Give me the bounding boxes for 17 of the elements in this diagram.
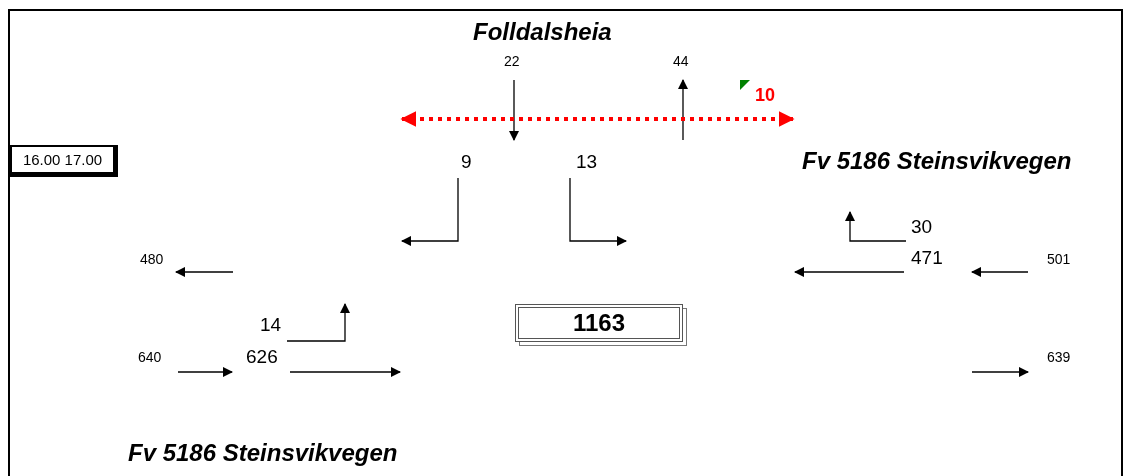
count-number: 22 <box>504 54 520 68</box>
count-number: 30 <box>911 217 933 236</box>
count-number: 9 <box>461 152 472 171</box>
count-number: 13 <box>576 152 598 171</box>
count-number: 640 <box>138 350 162 364</box>
count-number: 501 <box>1047 252 1071 266</box>
count-number: 639 <box>1047 350 1071 364</box>
count-number: 480 <box>140 252 164 266</box>
count-number: 14 <box>260 315 282 334</box>
count-number: 10 <box>755 86 776 104</box>
count-number: 626 <box>246 347 278 366</box>
count-number: 471 <box>911 248 943 267</box>
road-name: Folldalsheia <box>473 20 612 44</box>
road-name: Fv 5186 Steinsvikvegen <box>802 149 1072 173</box>
road-name: Fv 5186 Steinsvikvegen <box>128 441 398 465</box>
count-number: 44 <box>673 54 689 68</box>
time-period-box: 16.00 17.00 <box>10 145 118 177</box>
